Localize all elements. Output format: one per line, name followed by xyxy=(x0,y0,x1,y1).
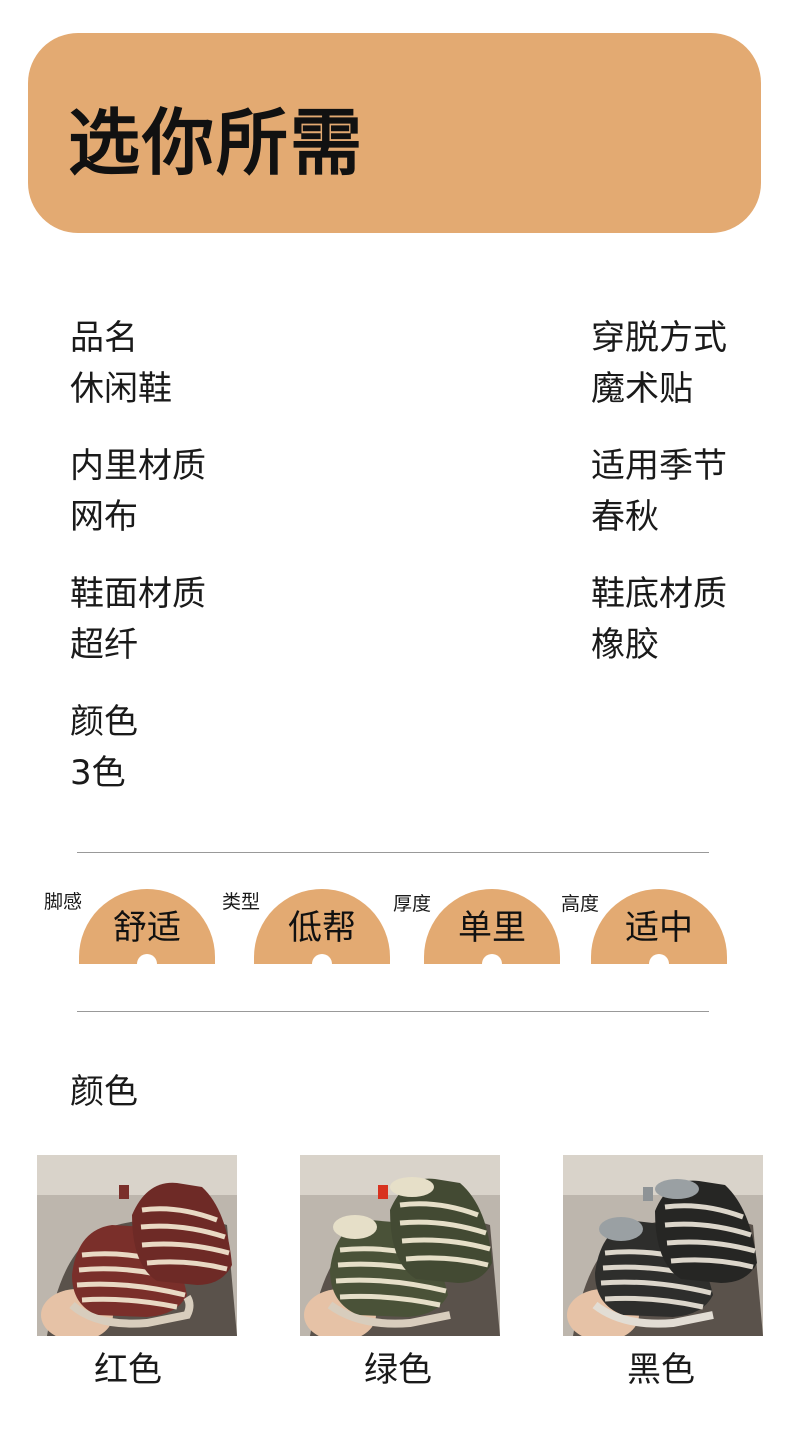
feature-badge-feel: 舒适 xyxy=(79,889,215,974)
spec-product-name: 品名 休闲鞋 xyxy=(70,313,172,415)
shoe-photo-green-illustration xyxy=(300,1155,500,1336)
feature-badge-height: 适中 xyxy=(591,889,727,974)
spec-closure: 穿脱方式 魔术贴 xyxy=(591,313,727,415)
badge-notch xyxy=(649,954,669,974)
feature-badge-thickness: 单里 xyxy=(424,889,560,974)
product-photo-green[interactable] xyxy=(300,1155,500,1336)
badge-notch xyxy=(312,954,332,974)
spec-value: 春秋 xyxy=(591,497,659,537)
color-name-black: 黑色 xyxy=(627,1350,695,1390)
divider-bottom xyxy=(77,1011,709,1012)
spec-label: 内里材质 xyxy=(70,446,206,486)
banner-title: 选你所需 xyxy=(68,101,365,185)
product-photo-red[interactable] xyxy=(37,1155,237,1336)
spec-value: 3色 xyxy=(70,753,126,793)
feature-label-feel: 脚感 xyxy=(44,891,83,913)
divider-top xyxy=(77,852,709,853)
spec-season: 适用季节 春秋 xyxy=(591,441,727,543)
color-name-green: 绿色 xyxy=(364,1350,432,1390)
spec-value: 网布 xyxy=(70,497,138,537)
spec-value: 休闲鞋 xyxy=(70,369,172,409)
feature-value: 舒适 xyxy=(113,908,181,948)
feature-value: 适中 xyxy=(625,908,693,948)
feature-label-height: 高度 xyxy=(561,893,600,915)
badge-notch xyxy=(137,954,157,974)
spec-label: 穿脱方式 xyxy=(591,318,727,358)
feature-label-thickness: 厚度 xyxy=(393,893,432,915)
spec-color-count: 颜色 3色 xyxy=(70,697,138,799)
feature-badge-type: 低帮 xyxy=(254,889,390,974)
color-name-red: 红色 xyxy=(94,1350,162,1390)
header-banner: 选你所需 xyxy=(28,33,761,233)
feature-value: 单里 xyxy=(458,908,526,948)
spec-value: 橡胶 xyxy=(591,625,659,665)
spec-label: 适用季节 xyxy=(591,446,727,486)
spec-label: 颜色 xyxy=(70,702,138,742)
feature-label-type: 类型 xyxy=(222,891,261,913)
colors-section-title: 颜色 xyxy=(70,1072,138,1112)
spec-label: 鞋面材质 xyxy=(70,574,206,614)
spec-label: 鞋底材质 xyxy=(591,574,727,614)
feature-value: 低帮 xyxy=(288,908,356,948)
spec-upper: 鞋面材质 超纤 xyxy=(70,569,206,671)
spec-sole: 鞋底材质 橡胶 xyxy=(591,569,727,671)
shoe-photo-red-illustration xyxy=(37,1155,237,1336)
shoe-photo-black-illustration xyxy=(563,1155,763,1336)
spec-value: 超纤 xyxy=(70,625,138,665)
badge-notch xyxy=(482,954,502,974)
spec-value: 魔术贴 xyxy=(591,369,693,409)
product-photo-black[interactable] xyxy=(563,1155,763,1336)
spec-label: 品名 xyxy=(70,318,138,358)
spec-lining: 内里材质 网布 xyxy=(70,441,206,543)
